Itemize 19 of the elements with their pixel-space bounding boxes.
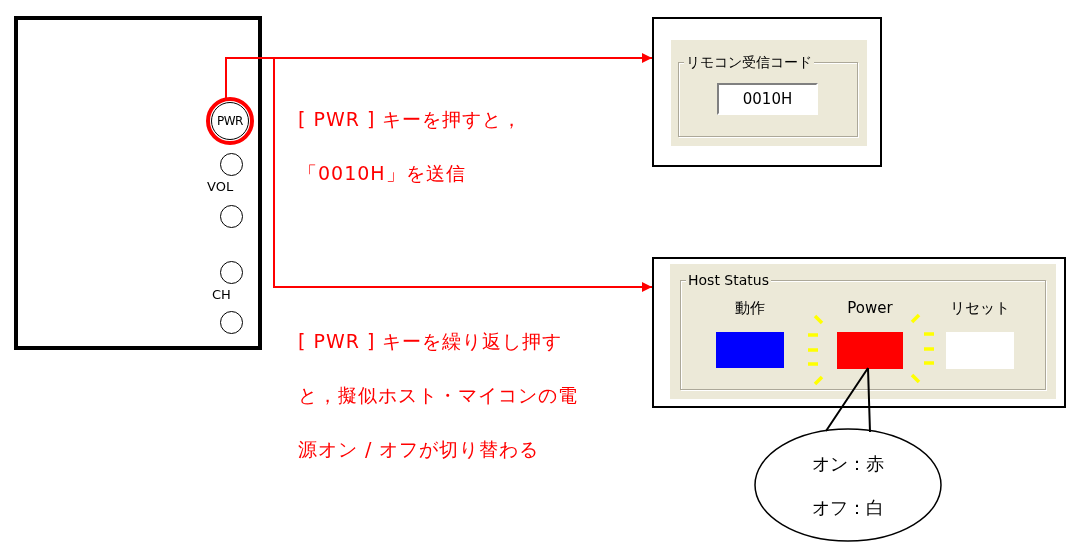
remote-button xyxy=(220,261,243,284)
screenshot-frame xyxy=(652,257,1066,408)
remote-button xyxy=(220,153,243,176)
code-field: 0010H xyxy=(717,83,818,115)
indicator-label: 動作 xyxy=(734,298,766,318)
dialog-panel xyxy=(670,264,1056,399)
indicator-label: リセット xyxy=(949,298,1011,318)
remote-button xyxy=(220,311,243,334)
screenshot-frame xyxy=(652,17,882,167)
callout-tail xyxy=(825,367,871,433)
remote-button xyxy=(220,205,243,228)
remote-control xyxy=(14,16,262,350)
indicator-label: Power xyxy=(846,298,894,318)
group-title: リモコン受信コード xyxy=(684,53,814,71)
bubble-text: オン：赤 xyxy=(811,452,885,476)
button-label: VOL xyxy=(207,179,234,194)
button-label: CH xyxy=(212,287,231,302)
dialog-panel xyxy=(671,40,867,146)
bubble-text: オフ：白 xyxy=(811,496,885,520)
